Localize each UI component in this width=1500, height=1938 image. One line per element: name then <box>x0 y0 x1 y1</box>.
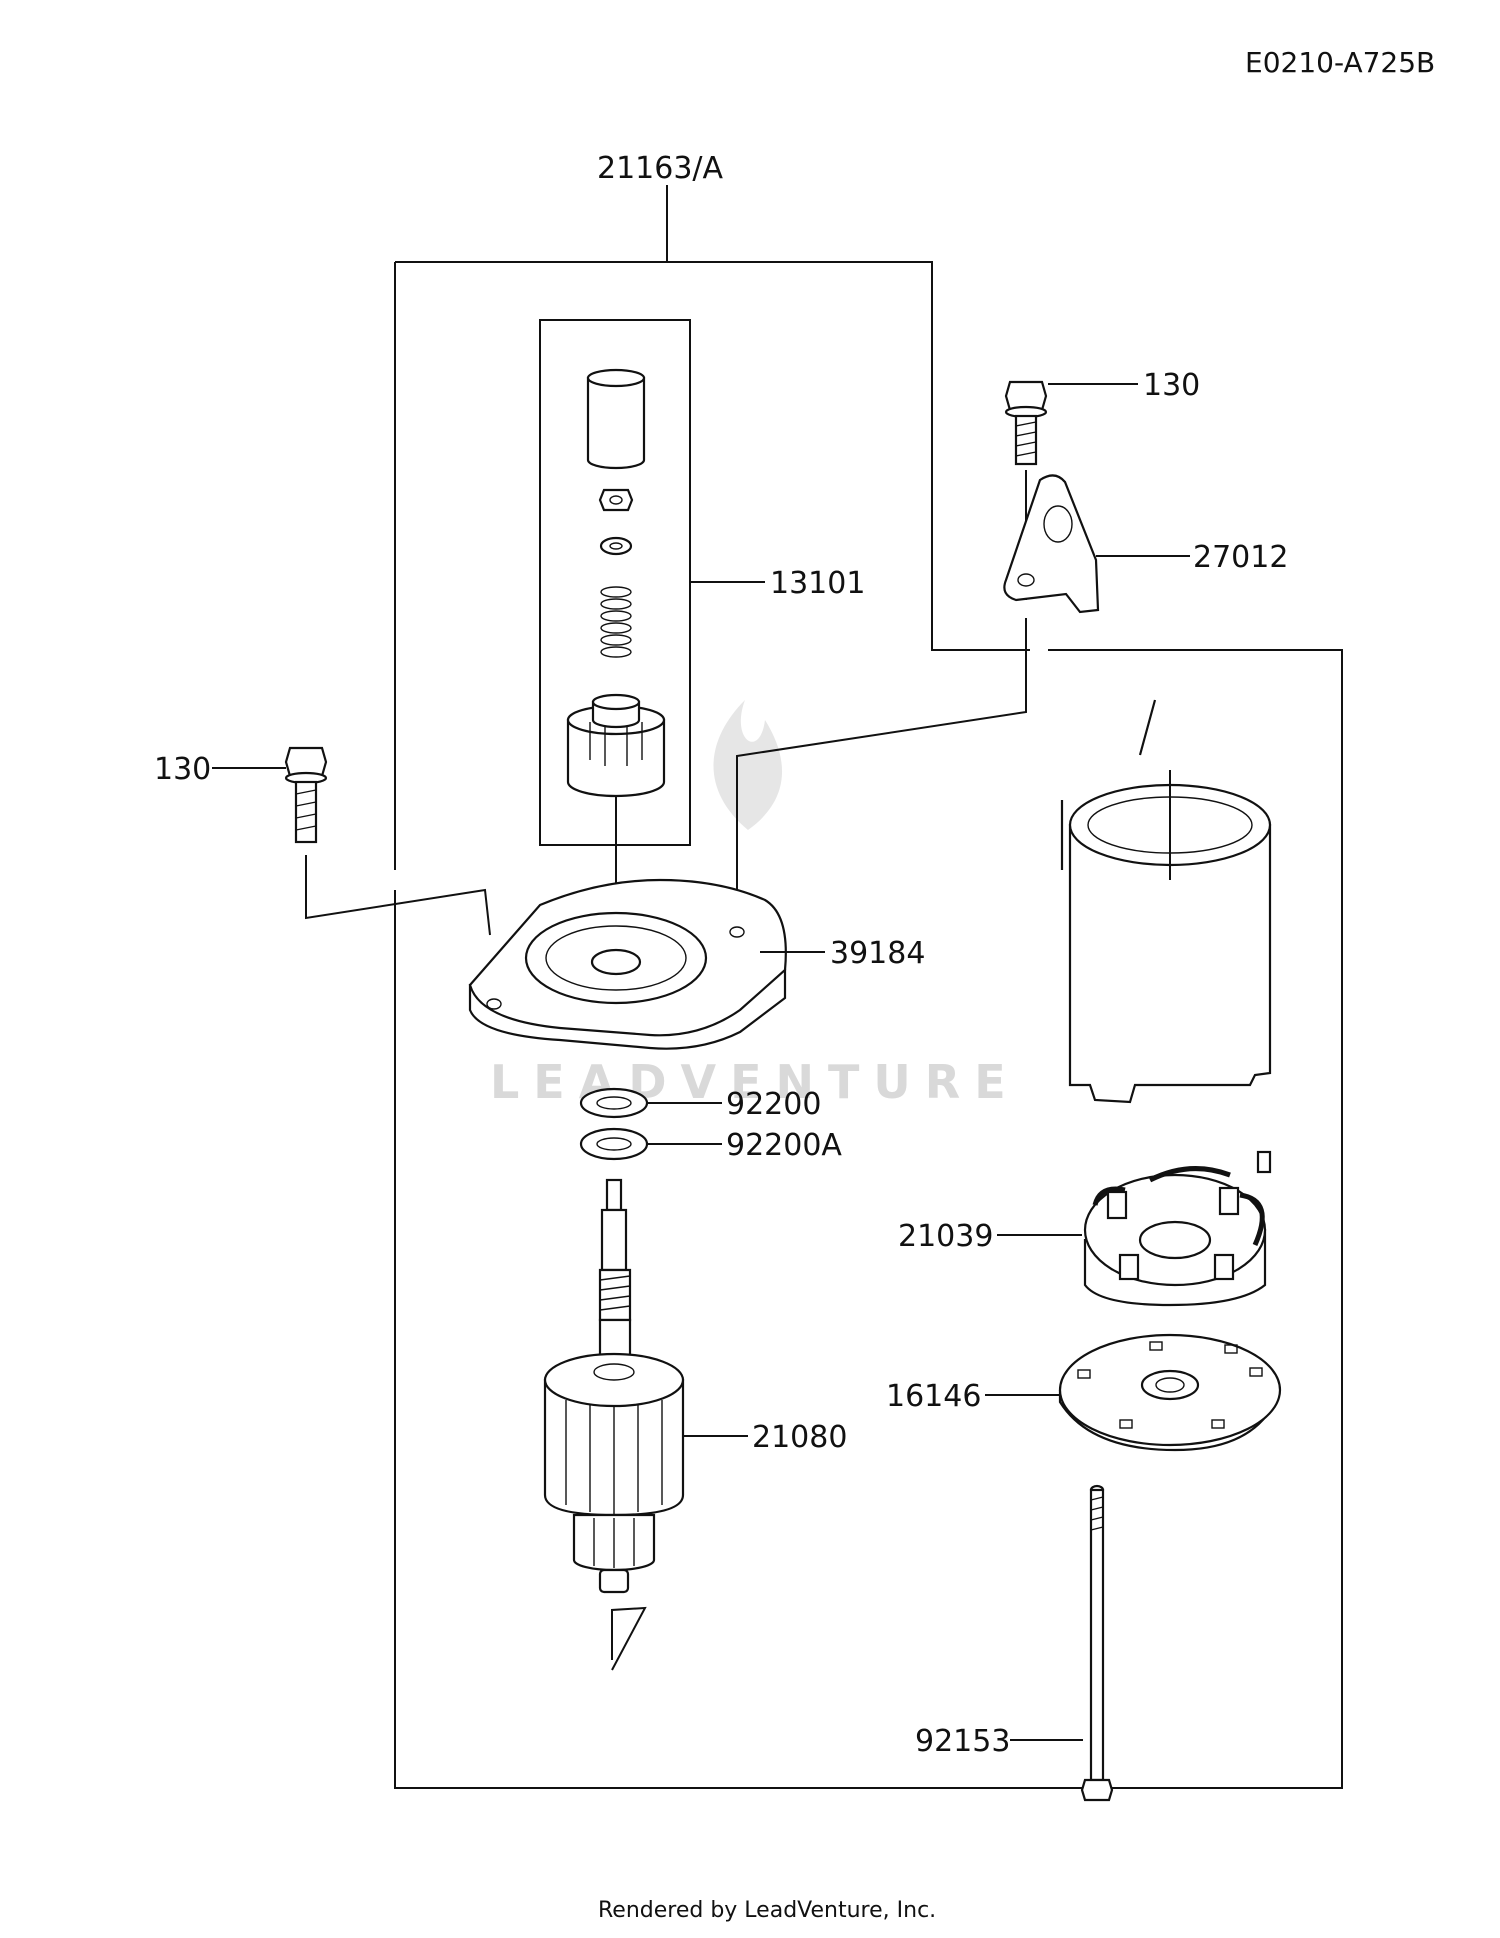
watermark: LEADVENTURE <box>490 700 1020 1109</box>
washer-92200A <box>579 1127 649 1161</box>
armature <box>543 1178 685 1594</box>
label-16146: 16146 <box>886 1379 981 1414</box>
mounting-bracket <box>1003 474 1100 614</box>
pinion-nut <box>598 488 634 512</box>
label-21080: 21080 <box>752 1420 847 1455</box>
footer-credit: Rendered by LeadVenture, Inc. <box>598 1898 936 1923</box>
diagram-code: E0210-A725B <box>1245 46 1435 79</box>
assembly-outline <box>394 185 1343 1789</box>
bolt-top <box>1004 380 1048 466</box>
pinion-gear <box>566 693 666 798</box>
through-bolt <box>1080 1484 1114 1802</box>
label-39184: 39184 <box>830 936 925 971</box>
brush-holder <box>1083 1150 1272 1307</box>
label-92200A: 92200A <box>726 1128 842 1163</box>
pinion-washer <box>599 536 633 556</box>
front-housing <box>468 878 787 1050</box>
label-13101: 13101 <box>770 566 865 601</box>
label-130-left: 130 <box>154 752 211 787</box>
label-21163A: 21163/A <box>597 151 724 186</box>
label-21039: 21039 <box>898 1219 993 1254</box>
label-130-top: 130 <box>1143 368 1200 403</box>
pinion-cap <box>586 368 646 470</box>
bolt-left <box>284 746 328 844</box>
end-plate <box>1058 1333 1282 1452</box>
pinion-spring <box>600 586 632 658</box>
watermark-text: LEADVENTURE <box>490 1055 1020 1109</box>
label-92153: 92153 <box>915 1724 1010 1759</box>
yoke <box>1060 699 1272 1104</box>
label-92200: 92200 <box>726 1087 821 1122</box>
label-27012: 27012 <box>1193 540 1288 575</box>
washer-92200 <box>579 1087 649 1119</box>
